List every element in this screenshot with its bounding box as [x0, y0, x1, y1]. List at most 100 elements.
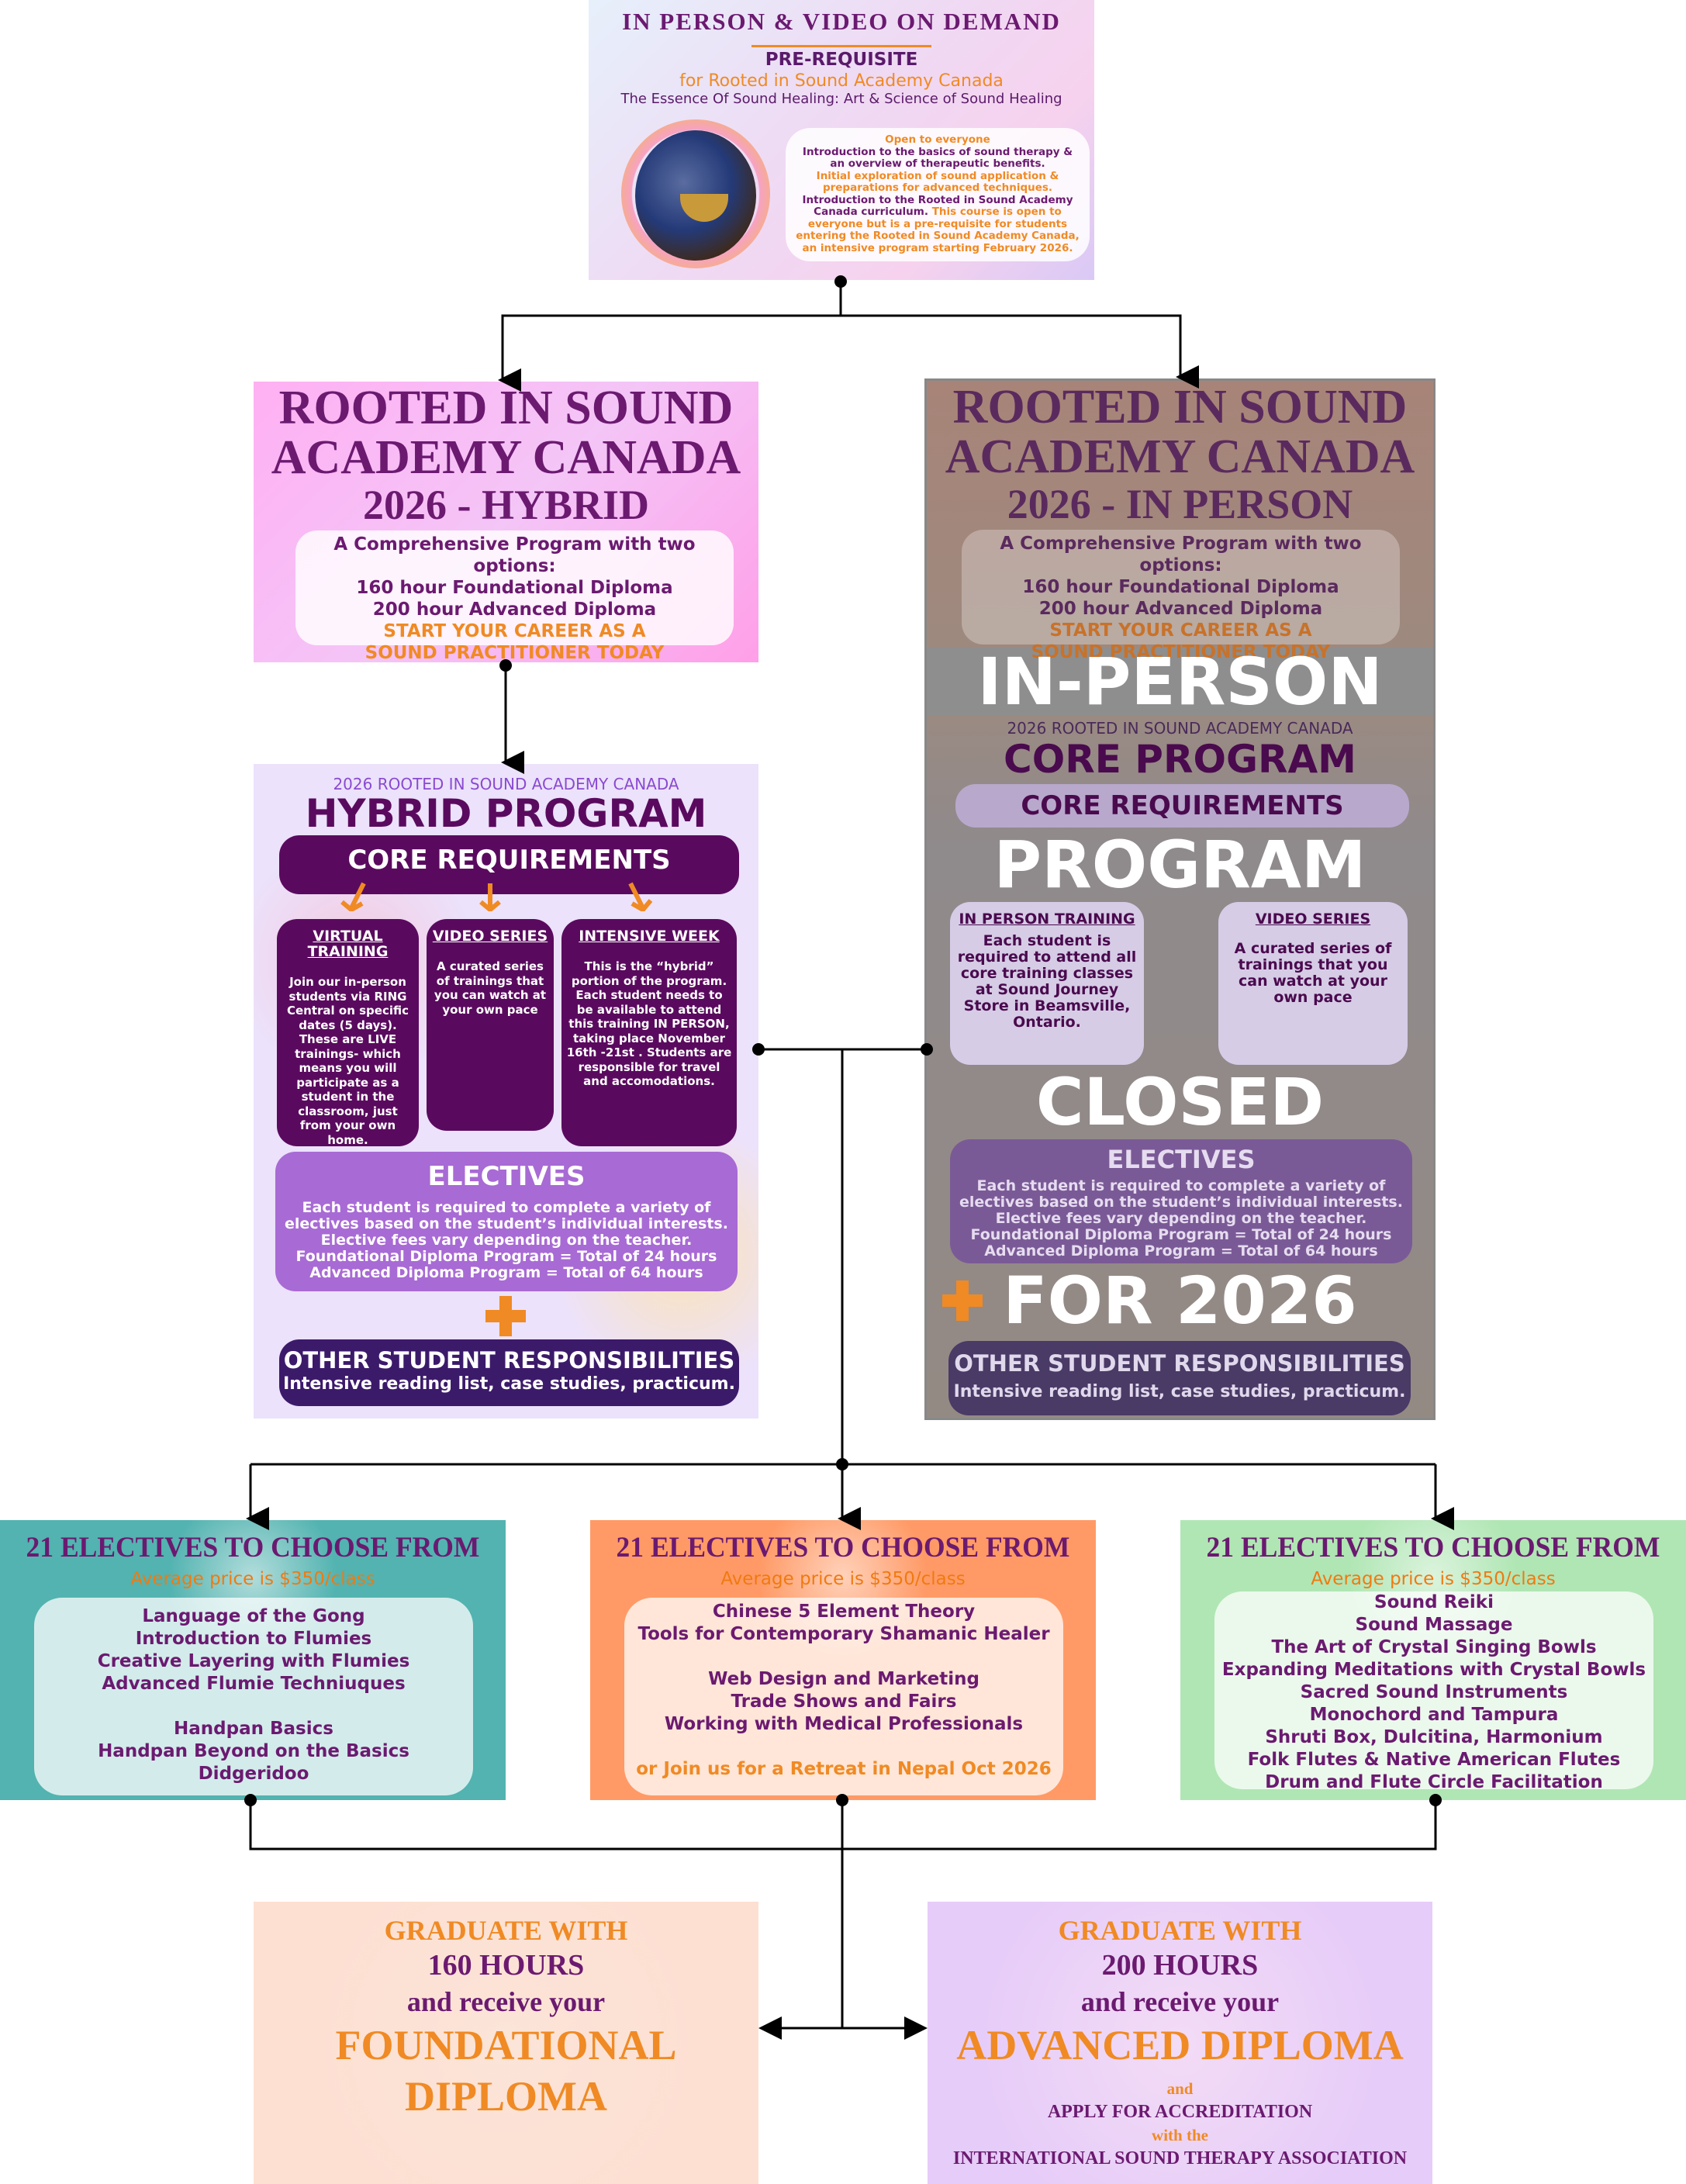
elective-item: Folk Flutes & Native American Flutes [1247, 1750, 1621, 1770]
plus-icon [942, 1280, 983, 1321]
other-body: Intensive reading list, case studies, pr… [953, 1382, 1406, 1401]
column-heading: IN PERSON TRAINING [959, 911, 1135, 928]
electives-line: Advanced Diploma Program = Total of 64 h… [309, 1264, 703, 1281]
electives-line: Elective fees vary depending on the teac… [995, 1210, 1367, 1227]
electives-title: ELECTIVES [427, 1161, 586, 1192]
hybrid-summary: A Comprehensive Program with two options… [295, 530, 734, 663]
video-series-column: VIDEO SERIES A curated series of trainin… [1218, 902, 1408, 1065]
program-title: CORE PROGRAM [1004, 737, 1356, 782]
and-line: and [1166, 2079, 1194, 2098]
electives-card-3: 21 ELECTIVES TO CHOOSE FROM Average price… [1180, 1520, 1686, 1800]
elective-item: Sacred Sound Instruments [1300, 1682, 1568, 1702]
description-line: an intensive program starting February 2… [802, 241, 1073, 254]
description-line: everyone but is a pre-requisite for stud… [807, 217, 1068, 230]
graduate-line: GRADUATE WITH [384, 1915, 628, 1946]
instructor-photo [610, 109, 781, 279]
elective-item: Creative Layering with Flumies [97, 1651, 410, 1671]
electives-line: electives based on the student’s individ… [285, 1215, 728, 1232]
description-line: Introduction to the basics of sound ther… [802, 145, 1073, 158]
elective-item: Sound Reiki [1374, 1592, 1494, 1612]
inperson-summary: A Comprehensive Program with two options… [962, 530, 1400, 662]
retreat-line: or Join us for a Retreat in Nepal Oct 20… [636, 1759, 1052, 1779]
elective-item: Monochord and Tampura [1309, 1705, 1559, 1725]
electives-line: Each student is required to complete a v… [302, 1199, 711, 1216]
column-heading: VIDEO SERIES [432, 928, 548, 945]
in-person-training-column: IN PERSON TRAINING Each student is requi… [950, 902, 1144, 1065]
diploma-line: FOUNDATIONAL [335, 2022, 677, 2068]
summary-line: 200 hour Advanced Diploma [372, 600, 657, 620]
description-line: Introduction to the Rooted in Sound Acad… [802, 193, 1073, 206]
column-body: Each student is required to attend all c… [957, 932, 1137, 1031]
video-series-column: VIDEO SERIES A curated series of trainin… [427, 919, 554, 1131]
elective-item: Drum and Flute Circle Facilitation [1265, 1772, 1603, 1792]
description-line-tail: This course is open to [928, 206, 1062, 219]
electives-line: Elective fees vary depending on the teac… [320, 1232, 693, 1249]
electives-line: Each student is required to complete a v… [976, 1177, 1386, 1194]
other-body: Intensive reading list, case studies, pr… [283, 1374, 735, 1394]
description-line: Initial exploration of sound application… [816, 169, 1059, 182]
course-name: The Essence Of Sound Healing: Art & Scie… [620, 91, 1062, 107]
elective-item: Working with Medical Professionals [664, 1714, 1024, 1734]
summary-line: 160 hour Foundational Diploma [356, 578, 673, 598]
advanced-diploma-card: GRADUATE WITH 200 HOURS and receive your… [928, 1902, 1432, 2184]
electives-line: electives based on the student’s individ… [959, 1194, 1403, 1211]
overlay-line: PROGRAM [993, 827, 1366, 903]
description-line: Open to everyone [885, 133, 990, 146]
column-body: Join our in-person students via RING Cen… [286, 975, 409, 1147]
elective-item: Didgeridoo [198, 1764, 309, 1784]
program-title: HYBRID PROGRAM [305, 791, 707, 836]
average-price: Average price is $350/class [1311, 1569, 1556, 1589]
cta-line: START YOUR CAREER AS A [1049, 620, 1312, 641]
core-requirements: CORE REQUIREMENTS [955, 784, 1409, 828]
elective-item: Handpan Basics [174, 1719, 333, 1739]
description-line: an overview of therapeutic benefits. [830, 157, 1045, 171]
cta-line: START YOUR CAREER AS A [383, 621, 646, 641]
diploma-line: ADVANCED DIPLOMA [956, 2022, 1404, 2068]
inperson-title-line2: ACADEMY CANADA [945, 430, 1415, 483]
program-subtitle: 2026 ROOTED IN SOUND ACADEMY CANADA [333, 775, 679, 793]
summary-line: 160 hour Foundational Diploma [1022, 577, 1339, 597]
summary-line: 200 hour Advanced Diploma [1038, 599, 1323, 619]
accreditation-line: APPLY FOR ACCREDITATION [1047, 2102, 1313, 2122]
overlay-line: PERSON [1083, 644, 1383, 720]
prerequisite-card: IN PERSON & VIDEO ON DEMAND PRE-REQUISIT… [589, 0, 1094, 280]
elective-item: Introduction to Flumies [135, 1629, 372, 1649]
hybrid-title-line2: ACADEMY CANADA [271, 431, 741, 484]
virtual-training-column: VIRTUAL TRAINING Join our in-person stud… [277, 919, 419, 1147]
electives-title: 21 ELECTIVES TO CHOOSE FROM [616, 1532, 1070, 1564]
elective-item: Shruti Box, Dulcitina, Harmonium [1265, 1727, 1603, 1747]
with-line: with the [1152, 2126, 1208, 2144]
elective-item: Language of the Gong [142, 1606, 365, 1626]
diploma-line: DIPLOMA [405, 2073, 607, 2120]
title-underline [751, 45, 931, 47]
electives-title: 21 ELECTIVES TO CHOOSE FROM [1206, 1532, 1660, 1564]
average-price: Average price is $350/class [720, 1569, 966, 1589]
electives-box: ELECTIVES Each student is required to co… [275, 1152, 738, 1291]
electives-title: ELECTIVES [1107, 1145, 1256, 1174]
prereq-for: for Rooted in Sound Academy Canada [679, 71, 1004, 91]
plus-icon [485, 1296, 526, 1336]
elective-item: Advanced Flumie Techniuques [102, 1674, 406, 1694]
graduate-line: GRADUATE WITH [1058, 1915, 1302, 1946]
hybrid-program-card: ROOTED IN SOUND ACADEMY CANADA 2026 - HY… [254, 382, 758, 663]
elective-item: Chinese 5 Element Theory [712, 1602, 976, 1622]
cta-line: SOUND PRACTITIONER TODAY [364, 643, 665, 663]
closed-band [927, 648, 1433, 716]
elective-item: Trade Shows and Fairs [731, 1692, 957, 1712]
hours-line: 200 HOURS [1101, 1949, 1259, 1982]
association-line: INTERNATIONAL SOUND THERAPY ASSOCIATION [952, 2148, 1408, 2168]
column-body: This is the “hybrid” portion of the prog… [566, 959, 732, 1088]
in-person-program-card: ROOTED IN SOUND ACADEMY CANADA 2026 - IN… [924, 378, 1436, 1420]
hours-line: 160 HOURS [427, 1949, 585, 1982]
column-heading: INTENSIVE WEEK [579, 928, 720, 945]
other-responsibilities: OTHER STUDENT RESPONSIBILITIES Intensive… [948, 1341, 1411, 1415]
prereq-label: PRE-REQUISITE [765, 50, 918, 70]
elective-item: Expanding Meditations with Crystal Bowls [1221, 1660, 1646, 1680]
column-body: A curated series of trainings that you c… [1234, 940, 1392, 1006]
column-heading: VIRTUAL TRAINING [307, 928, 389, 960]
closed-overlay-row: IN-PERSON [927, 648, 1433, 716]
